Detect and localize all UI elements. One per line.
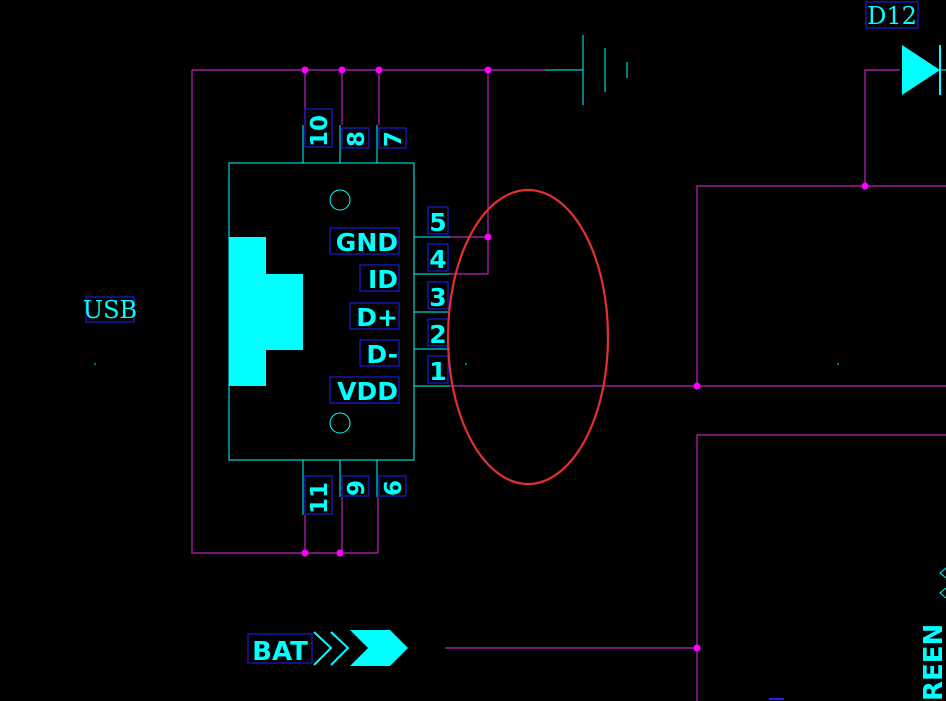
junction-dot — [301, 549, 309, 557]
junction-dot — [484, 66, 492, 74]
pin-name: D+ — [356, 303, 398, 332]
junction-dot — [375, 66, 383, 74]
partial-net-label: REEN — [919, 624, 946, 701]
bottom-pin-numbers: 11 9 6 — [304, 475, 407, 515]
diode-designator-box — [865, 1, 919, 29]
junction-dot — [693, 382, 701, 390]
pin-number: 2 — [429, 320, 446, 349]
connector-designator-box — [85, 296, 135, 323]
pin-name: ID — [368, 265, 398, 294]
left-loop-wire[interactable] — [191, 70, 378, 554]
junction-dot — [301, 66, 309, 74]
mount-hole — [329, 189, 351, 211]
pin-number: 6 — [381, 480, 407, 496]
top-pin-numbers: 10 8 7 — [304, 108, 407, 149]
mount-hole — [329, 412, 351, 434]
edge-marks — [769, 567, 946, 700]
diode-icon[interactable] — [902, 45, 946, 95]
gnd-id-wire[interactable] — [450, 70, 489, 275]
right-pin-labels: GND 5 ID 4 D+ 3 D- 2 VDD 1 — [329, 206, 449, 406]
pin-number: 8 — [344, 131, 370, 147]
origin-mark — [94, 363, 96, 365]
pin-number: 1 — [429, 357, 446, 386]
pin-number: 3 — [429, 283, 446, 312]
junction-dot — [336, 549, 344, 557]
connector-designator: USB — [83, 296, 137, 324]
lower-right-wire[interactable] — [696, 434, 946, 701]
pin-number: 5 — [429, 208, 446, 237]
junction-dot — [484, 233, 492, 241]
highlight-ellipse — [446, 188, 610, 486]
diode-wire[interactable] — [864, 69, 900, 186]
usb-connector[interactable] — [228, 125, 450, 515]
junction-dot — [861, 182, 869, 190]
bat-net-port[interactable]: BAT — [247, 630, 408, 667]
pin-number: 9 — [344, 480, 370, 496]
bat-port-label: BAT — [252, 637, 308, 667]
pin-name: D- — [366, 340, 398, 369]
junction-dot — [693, 644, 701, 652]
pin-name: GND — [336, 228, 398, 257]
pin-number: 4 — [429, 245, 446, 274]
pin-number: 11 — [307, 482, 333, 514]
origin-mark — [465, 363, 467, 365]
pin-name: VDD — [337, 377, 398, 406]
junction-dot — [338, 66, 346, 74]
origin-mark — [837, 363, 839, 365]
usb-receptacle-icon — [229, 237, 303, 386]
diode-designator: D12 — [867, 2, 917, 30]
pin-number: 10 — [307, 115, 333, 147]
net-port-arrow-icon — [313, 630, 408, 666]
junctions — [301, 66, 869, 652]
pin-number: 7 — [381, 131, 407, 147]
ground-symbol-icon — [545, 35, 628, 105]
